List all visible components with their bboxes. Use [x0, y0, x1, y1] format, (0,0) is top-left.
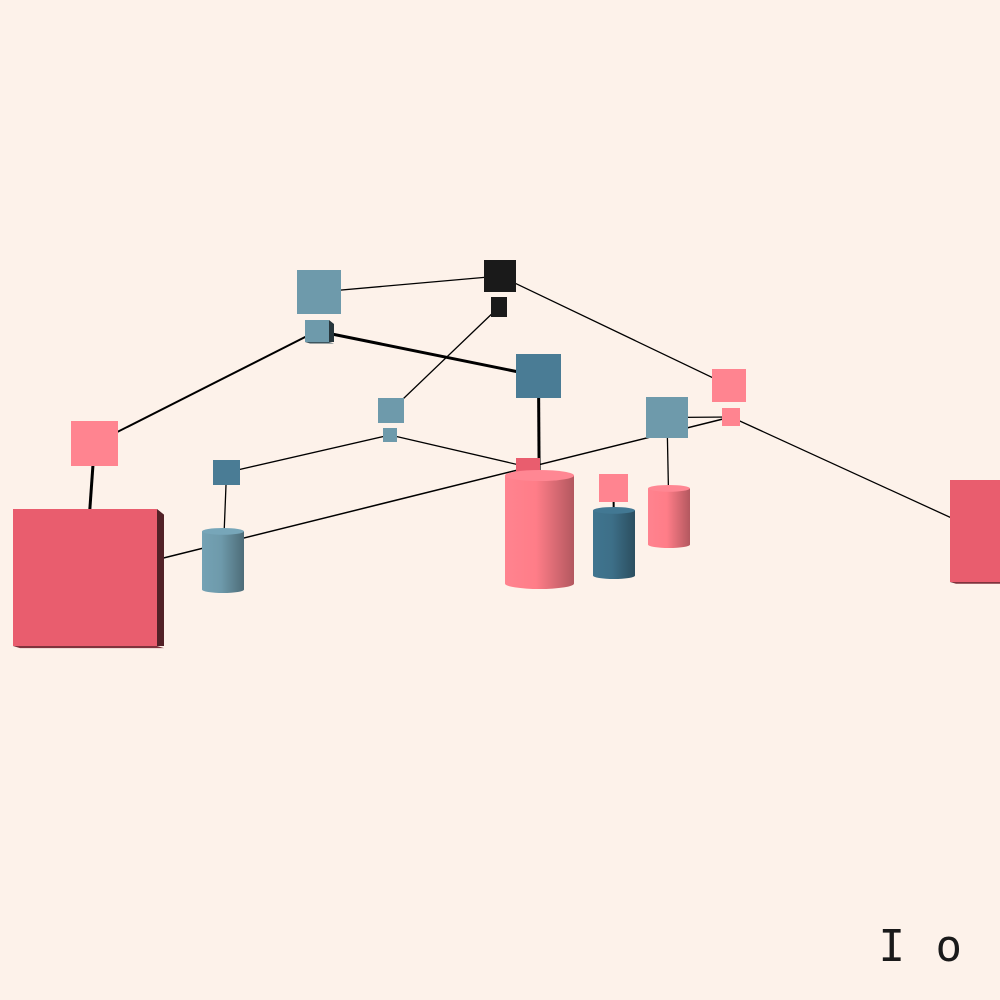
node-n7: [712, 369, 746, 402]
node-n10: [213, 460, 240, 485]
edge-n2-n6: [94, 330, 318, 445]
edge-n3-n7: [499, 275, 730, 387]
node-n4: [491, 297, 507, 317]
edge-n4-n8: [390, 306, 500, 411]
node-c1: [202, 528, 244, 593]
node-c4: [648, 485, 690, 548]
node-c3: [593, 507, 635, 579]
edge-n15-n17: [730, 416, 981, 532]
node-n2: [305, 320, 334, 344]
node-n12: [599, 474, 628, 502]
nodes-layer: [13, 260, 1000, 649]
edge-n1-n3: [318, 275, 501, 293]
node-n15: [722, 408, 740, 426]
node-n17: [950, 480, 1000, 584]
node-c2: [505, 470, 574, 589]
node-n16: [13, 509, 164, 649]
edge-n9-n14: [389, 434, 529, 468]
edge-n2-n5: [316, 329, 539, 378]
edge-n9-n10: [226, 434, 391, 474]
node-n6: [71, 421, 118, 466]
node-n9: [383, 428, 397, 442]
node-n1: [297, 270, 341, 314]
edge-n13-n16: [84, 416, 732, 579]
corner-label: I o: [878, 921, 964, 972]
node-n3: [484, 260, 516, 292]
node-n11: [646, 397, 688, 438]
node-n5: [516, 354, 561, 398]
node-n8: [378, 398, 404, 423]
